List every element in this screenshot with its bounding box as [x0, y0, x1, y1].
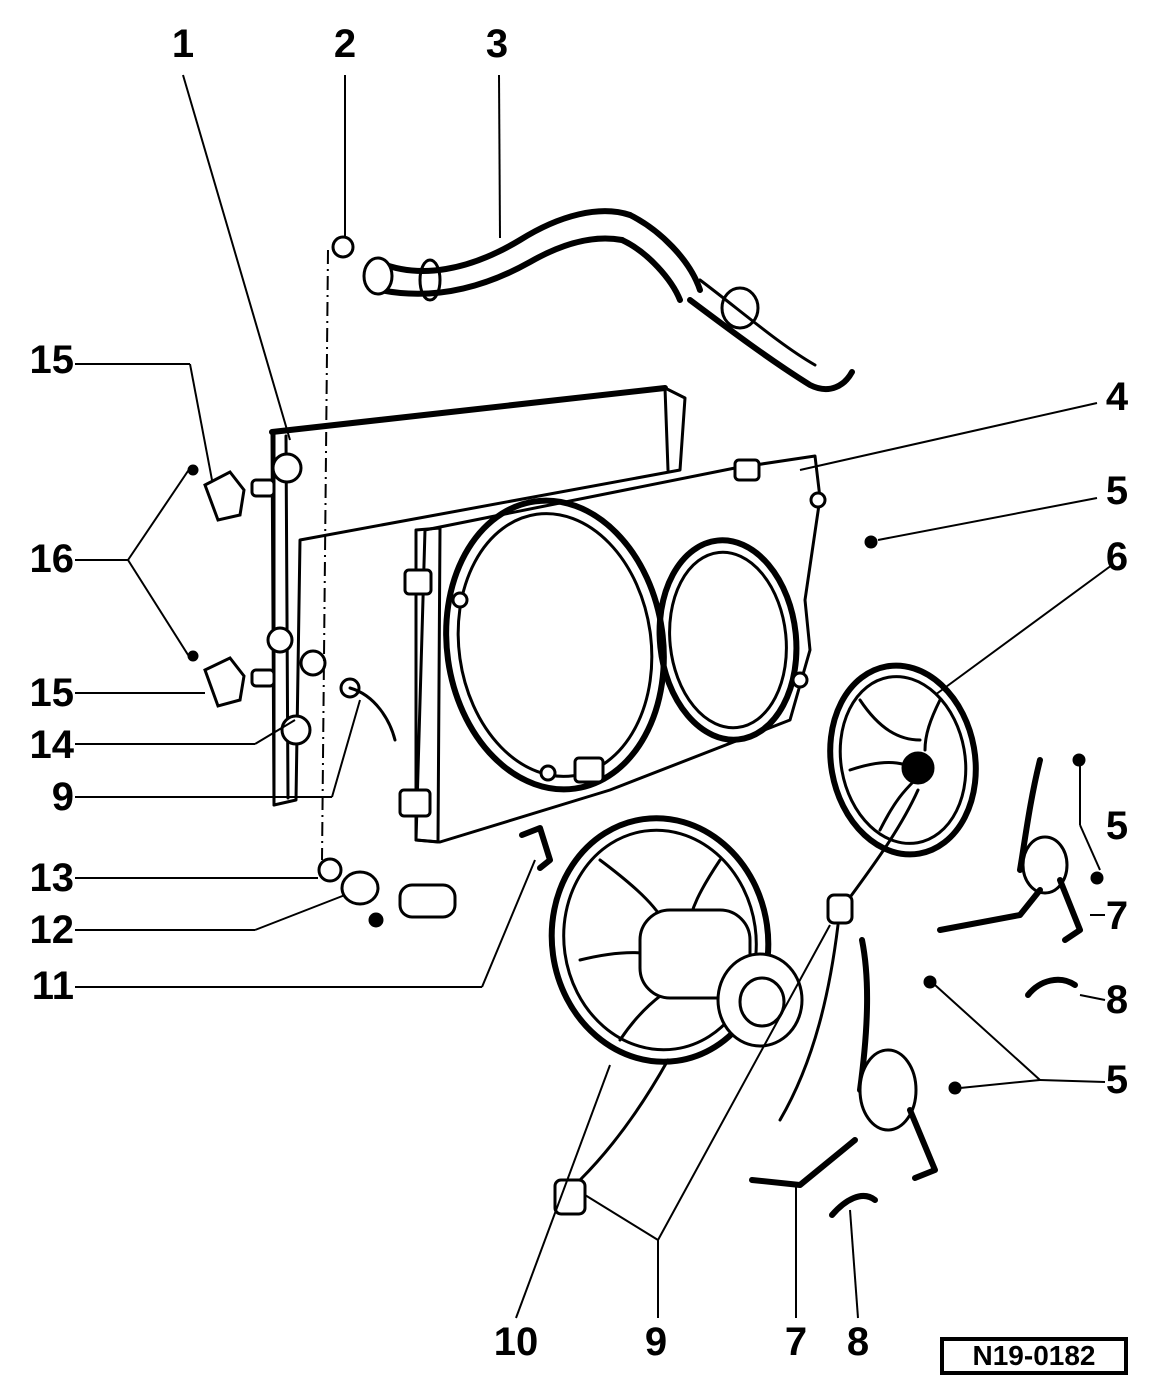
thermo-switch [340, 870, 457, 928]
bracket-lower [749, 937, 938, 1188]
callout-14: 14 [29, 723, 75, 767]
o-ring-upper [331, 235, 355, 259]
callout-8: 8 [846, 1320, 870, 1364]
clip-upper [1025, 976, 1078, 998]
callout-5-bolt: 5 [1105, 1058, 1129, 1102]
retainer-upper [203, 470, 246, 522]
callout-10: 10 [493, 1320, 539, 1364]
callout-15: 15 [29, 338, 75, 382]
rubber-grommet [519, 825, 553, 871]
callout-7: 7 [1105, 894, 1129, 938]
radiator [250, 385, 687, 807]
fan-small-with-motor [827, 662, 979, 902]
callout-8: 8 [1105, 978, 1129, 1022]
o-ring-lower [317, 857, 343, 883]
callout-13: 13 [29, 856, 75, 900]
clip-lower [829, 1193, 878, 1218]
bracket-upper [937, 757, 1083, 943]
callout-9: 9 [644, 1320, 668, 1364]
callout-4: 4 [1105, 375, 1129, 419]
callout-12: 12 [29, 908, 75, 952]
callout-16: 16 [29, 537, 75, 581]
callout-3: 3 [485, 22, 509, 66]
upper-coolant-hose [362, 208, 855, 393]
fan-large-with-motor [548, 815, 804, 1182]
callout-2: 2 [333, 22, 357, 66]
callout-1: 1 [171, 22, 195, 66]
callout-11: 11 [31, 964, 74, 1008]
connector-small-fan [826, 893, 854, 925]
callout-6: 6 [1105, 535, 1129, 579]
leader-lines [75, 74, 1113, 1319]
callout-9: 9 [51, 775, 74, 819]
callout-5-bolt: 5 [1105, 804, 1129, 848]
figure-reference-box: N19-0182 [940, 1337, 1128, 1375]
fan-shroud [398, 454, 827, 844]
callout-5-bolt: 5 [1105, 469, 1129, 513]
callout-15: 15 [29, 671, 75, 715]
connector-large-fan [553, 1178, 587, 1216]
callout-7: 7 [784, 1320, 808, 1364]
retainer-lower [203, 656, 246, 708]
